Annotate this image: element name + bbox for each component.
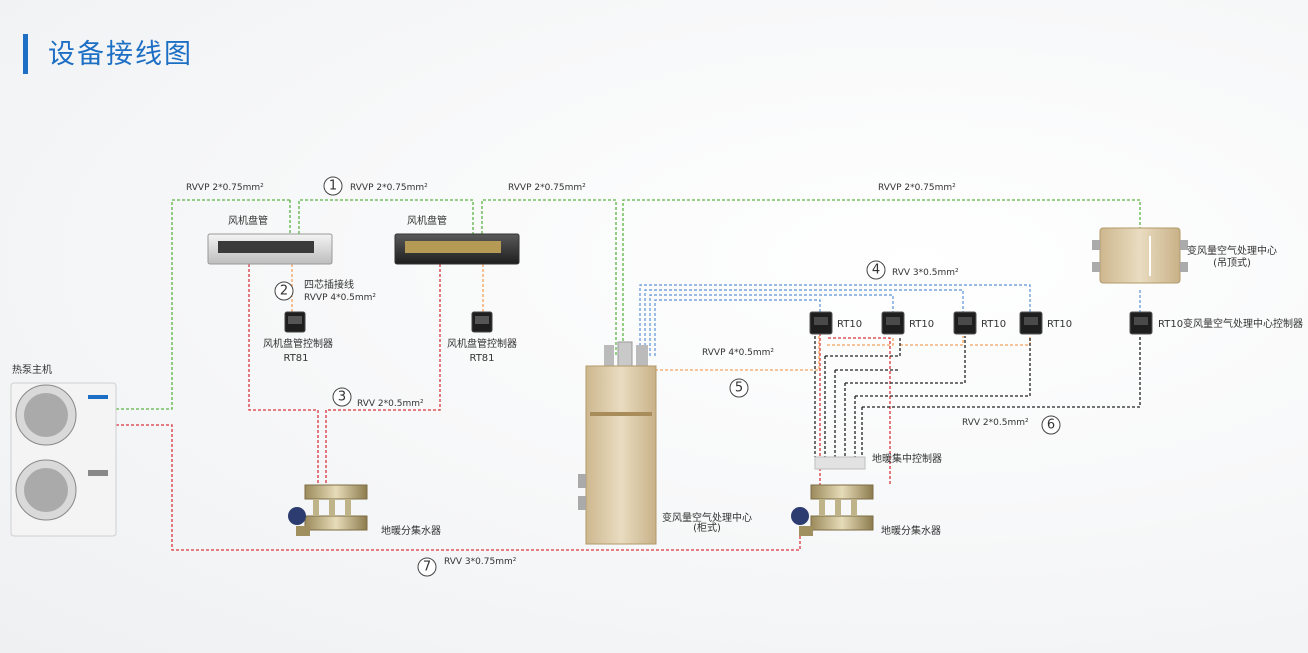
fcu-ctrl1-name: 风机盘管控制器 [263, 337, 333, 350]
cable-label-2: RVVP 4*0.5mm² [304, 293, 376, 303]
fcu-ctrl1-model: RT81 [283, 353, 308, 364]
ahu-cabinet-line2: (柜式) [693, 521, 721, 534]
heat-pump-unit [10, 382, 117, 537]
rt10-thermostat-2 [881, 311, 905, 335]
rt10-label-5: RT10 [1158, 319, 1183, 330]
manifold2-label: 地暖分集水器 [881, 524, 941, 537]
ahu-ceiling-ctrl-label: 变风量空气处理中心控制器 [1183, 317, 1303, 330]
marker-circle-7 [417, 557, 437, 577]
manifold1-label: 地暖分集水器 [381, 524, 441, 537]
four-core-label: 四芯插接线 [304, 278, 354, 291]
fcu1-label: 风机盘管 [228, 214, 268, 227]
rt10-thermostat-4 [1019, 311, 1043, 335]
fcu2-label: 风机盘管 [407, 214, 447, 227]
marker-circle-3 [332, 387, 352, 407]
marker-number-3: 3 [338, 390, 346, 405]
marker-number-4: 4 [872, 263, 880, 278]
cable-label-1: RVVP 2*0.75mm² [350, 183, 428, 193]
rt10-label-3: RT10 [981, 319, 1006, 330]
rt10-thermostat-1 [809, 311, 833, 335]
fcu-ctrl2-model: RT81 [469, 353, 494, 364]
fan-coil-unit-2 [394, 233, 520, 265]
ahu-cabinet-line1: 变风量空气处理中心 [662, 511, 752, 524]
green-wires [116, 199, 1141, 410]
fcu-controller-1 [284, 311, 306, 333]
marker-circle-5 [729, 378, 749, 398]
fan-coil-unit-1 [207, 233, 333, 265]
red-wires [116, 264, 891, 551]
rt10-thermostat-3 [953, 311, 977, 335]
marker-number-5: 5 [735, 381, 743, 396]
ahu-ceiling-unit [1092, 227, 1188, 284]
cable-label-7: RVV 3*0.75mm² [444, 557, 517, 567]
ahu-ceiling-line2: (吊顶式) [1213, 256, 1251, 269]
orange-wires [291, 264, 1031, 371]
floor-manifold-2 [791, 484, 874, 536]
rt10-thermostat-5 [1129, 311, 1153, 335]
fcu-controller-2 [471, 311, 493, 333]
ahu-ceiling-line1: 变风量空气处理中心 [1187, 244, 1277, 257]
marker-number-1: 1 [329, 179, 337, 194]
floor-central-controller [814, 456, 866, 470]
blue-wires [639, 284, 1141, 356]
cable-label-5: RVVP 4*0.5mm² [702, 348, 774, 358]
marker-number-6: 6 [1047, 418, 1055, 433]
marker-circle-2 [274, 281, 294, 301]
black-wires [814, 336, 1141, 457]
cable-label-3: RVV 2*0.5mm² [357, 399, 424, 409]
marker-number-2: 2 [280, 284, 288, 299]
floor-manifold-1 [288, 484, 368, 536]
marker-number-7: 7 [423, 560, 431, 575]
floor-central-label: 地暖集中控制器 [872, 452, 942, 465]
marker-circle-4 [866, 260, 886, 280]
cable-label-top-mid: RVVP 2*0.75mm² [508, 183, 586, 193]
rt10-label-1: RT10 [837, 319, 862, 330]
cable-label-top-left: RVVP 2*0.75mm² [186, 183, 264, 193]
ahu-cabinet-unit [578, 341, 657, 545]
cable-label-top-right: RVVP 2*0.75mm² [878, 183, 956, 193]
rt10-label-4: RT10 [1047, 319, 1072, 330]
heat-pump-label: 热泵主机 [12, 363, 52, 376]
marker-circle-1 [323, 176, 343, 196]
cable-label-6: RVV 2*0.5mm² [962, 418, 1029, 428]
page-title: 设备接线图 [48, 39, 193, 70]
marker-circle-6 [1041, 415, 1061, 435]
fcu-ctrl2-name: 风机盘管控制器 [447, 337, 517, 350]
rt10-label-2: RT10 [909, 319, 934, 330]
title-accent-bar [23, 34, 28, 74]
cable-label-4: RVV 3*0.5mm² [892, 268, 959, 278]
